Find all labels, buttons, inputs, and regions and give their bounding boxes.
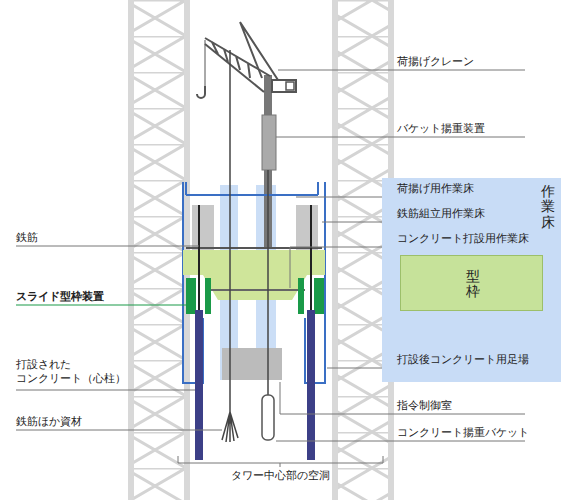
rebar <box>198 205 200 310</box>
part-name: 指令制御室 <box>397 399 452 413</box>
concrete-column <box>195 310 203 460</box>
materials-bundle <box>222 50 238 442</box>
box-label: 型枠 <box>466 269 480 300</box>
part-name: バケット揚重装置 <box>397 122 485 136</box>
part-name: 鉄筋ほか資材 <box>16 415 82 429</box>
part-name: コンクリート揚重バケット <box>397 426 529 440</box>
concrete-bucket <box>262 170 274 440</box>
slide-form <box>298 278 304 314</box>
part-name: 鉄筋 <box>16 231 38 245</box>
part-name: スライド型枠装置 <box>16 290 104 304</box>
slide-form <box>314 278 324 314</box>
part-name: 荷揚げクレーン <box>397 55 474 69</box>
bucket-lift <box>262 115 276 170</box>
part-name: 鉄筋組立用作業床 <box>397 207 485 221</box>
part-name: コンクリート打設用作業床 <box>397 232 529 246</box>
slide-form <box>205 278 211 314</box>
slide-form <box>186 278 196 314</box>
rebar-assembly <box>192 205 214 250</box>
formwork-box: 型枠 <box>400 255 543 311</box>
form-band <box>203 275 307 300</box>
leader-line <box>16 304 186 305</box>
part-name: 打設後コンクリート用足場 <box>397 353 529 367</box>
scaffold-frame <box>183 182 325 383</box>
part-name: 荷揚げ用作業床 <box>397 182 474 196</box>
panel-heading: 作業床 <box>541 184 555 230</box>
form-band <box>183 250 325 275</box>
rebar-assembly <box>296 205 318 250</box>
caption-label: タワー中心部の空洞 <box>231 469 330 483</box>
concrete-column <box>307 310 315 460</box>
rebar <box>310 205 312 310</box>
control-room <box>222 348 282 380</box>
floor-line <box>205 289 305 291</box>
part-name: 打設された コンクリート（心柱） <box>16 358 134 386</box>
lattice-tower <box>128 0 190 500</box>
